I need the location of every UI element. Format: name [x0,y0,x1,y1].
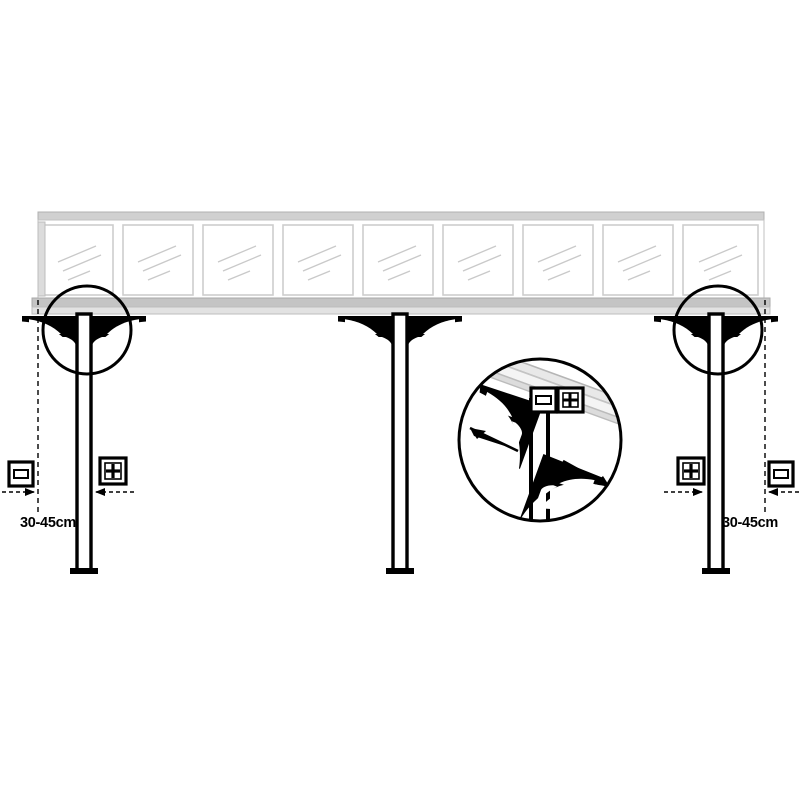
glass-reflection [57,245,102,281]
detail-plus-icon [556,386,585,414]
minus-icon [7,460,35,488]
roof-panel [442,224,514,296]
plus-icon [676,456,706,486]
roof-panel [522,224,594,296]
bracket-left-half [22,316,84,376]
bracket-right-half [84,316,146,376]
roof-panel [122,224,194,296]
left-post-assembly [22,312,146,574]
left-dimension-annotation: 30-45cm [2,300,134,531]
center-post-assembly [338,312,462,574]
roof-left-endcap [37,221,46,297]
roof-panel [202,224,274,296]
bracket-right-half [400,316,462,376]
glass-reflection [377,245,422,281]
roof-panel [362,224,434,296]
arrow-icon [469,425,519,453]
glass-reflection [217,245,262,281]
left-bracket-detail-circle [41,284,133,376]
detail-bracket-upper [479,384,544,469]
roof-panels [42,224,759,296]
glass-reflection [297,245,342,281]
plus-icon [98,456,128,486]
detail-minus-icon [529,386,558,414]
post-assembly-group [22,312,778,574]
right-dimension-annotation: 30-45cm [664,300,799,531]
right-post-shaft [707,312,725,574]
bracket-left-half [654,316,716,376]
glass-reflection [137,245,182,281]
main-beam-upper [31,297,771,308]
left-post-shaft [75,312,93,574]
detail-circle-outline [457,357,623,523]
center-post-shaft [391,312,409,574]
roof-panel [282,224,354,296]
detail-beam-endcap [471,359,495,375]
glass-reflection [698,245,743,281]
roof-panel [42,224,114,296]
center-post-base [386,568,414,574]
arrow-icon [562,459,611,489]
bracket-left-half [338,316,400,376]
right-dimension-label: 30-45cm [722,515,778,531]
left-dimension-label: 30-45cm [20,515,76,531]
detail-bracket-lower [520,454,605,519]
roof-panel [602,224,674,296]
glass-reflection [537,245,582,281]
right-post-base [702,568,730,574]
minus-icon [767,460,795,488]
roof-assembly [31,211,771,315]
right-post-assembly [654,312,778,574]
right-bracket-detail-circle [672,284,764,376]
roof-panel [682,224,759,296]
left-post-base [70,568,98,574]
bracket-right-half [716,316,778,376]
magnified-bracket-detail [457,357,623,523]
roof-top-rail [37,211,765,221]
glass-reflection [457,245,502,281]
glass-reflection [617,245,662,281]
